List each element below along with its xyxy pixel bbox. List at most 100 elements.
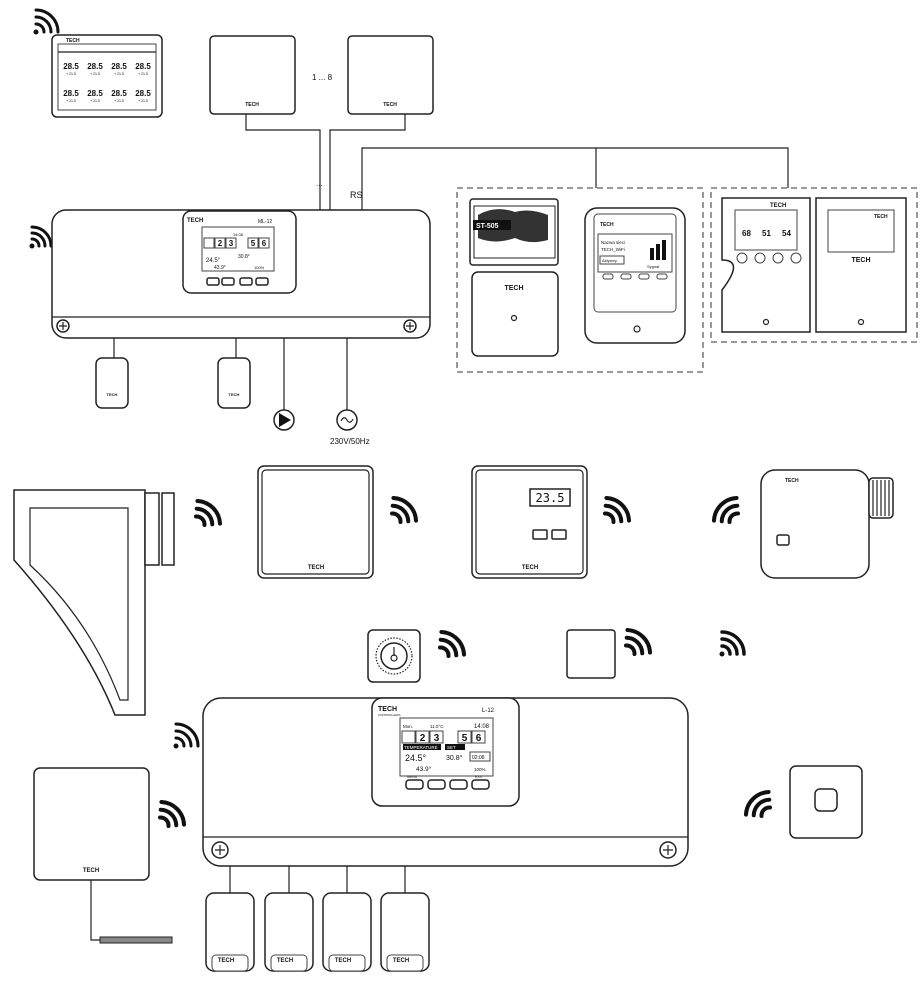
wireless-signal-icon (603, 495, 632, 524)
exit-button-label: EXIT (475, 775, 484, 779)
controller-temp: 24.5° (405, 753, 427, 763)
brand-logo: TECH (383, 102, 397, 108)
panel-cell-set: + 21.5 (66, 72, 76, 76)
brand-logo: TECH (83, 868, 99, 874)
valve-value: 68 (742, 229, 751, 238)
brand-logo: TECH (851, 257, 870, 264)
brand-logo: TECH (393, 958, 409, 964)
panel-cell-set: + 21.5 (90, 72, 100, 76)
zone-box (258, 237, 270, 249)
brand-logo: TECH (874, 214, 888, 220)
controller-temp-small: 11.0°C (430, 724, 444, 729)
brand-logo: TECH (335, 958, 351, 964)
panel-cell-temp: 28.5 (135, 62, 151, 71)
wireless-signal-icon (711, 495, 740, 524)
temp-label: TEMPERATURE (404, 745, 438, 750)
zone-label: 5 (462, 733, 468, 744)
actuator: TECH (205, 866, 255, 972)
zone-box (214, 237, 226, 249)
room-sensor: TECH (257, 465, 374, 579)
panel-cell-temp: 28.5 (111, 62, 127, 71)
controller-model: ML-12 (258, 219, 272, 225)
controller-set: 30.8° (238, 254, 250, 260)
wireless-signal-icon (158, 799, 187, 828)
controller-l12: TECH CONTROLLERS L-12 Mon. 11.0°C 14:08 … (202, 697, 689, 867)
brand-logo: TECH (600, 222, 614, 228)
wired-room-sensor: TECH (33, 767, 173, 944)
small-sensor (566, 629, 616, 679)
wifi-icon (173, 722, 200, 749)
actuator: TECH (322, 866, 372, 972)
actuator: TECH (95, 338, 129, 409)
room-sensor-8: TECH (347, 35, 434, 115)
module-signal-label: Sygnał (647, 264, 659, 269)
sensors-range-label: 1 ... 8 (312, 73, 333, 82)
internet-module: TECH Nazwa sieci TECH_WiFi Aktywny Sygna… (584, 207, 686, 344)
actuator: TECH (264, 866, 314, 972)
room-sensor-1: TECH (209, 35, 296, 115)
panel-cell-temp: 28.5 (87, 89, 103, 98)
wireless-signal-icon (743, 789, 772, 818)
brand-logo: TECH (229, 392, 240, 397)
zone-box (203, 237, 215, 249)
brand-logo: TECH (107, 392, 118, 397)
menu-button-label: MENU (407, 775, 418, 779)
zone-label: 1 (207, 239, 212, 248)
valve-value: 51 (762, 229, 771, 238)
panel-cell-temp: 28.5 (111, 89, 127, 98)
wifi-module: TECH (471, 271, 559, 357)
wireless-signal-icon (438, 629, 467, 658)
actuator: TECH (380, 866, 430, 972)
panel-cell-set: + 21.5 (114, 99, 124, 103)
set-label: SET (447, 745, 456, 750)
zone-box (415, 730, 430, 744)
brand-logo: TECH (277, 958, 293, 964)
panel-cell-set: + 21.5 (66, 99, 76, 103)
actuator: TECH (217, 338, 251, 409)
panel-cell-temp: 28.5 (135, 89, 151, 98)
zone-label: 5 (251, 239, 256, 248)
controller-temp: 24.5° (206, 258, 221, 264)
zone-label: 6 (262, 239, 267, 248)
gsm-module: ST-505 (469, 198, 559, 266)
wireless-push-sensor (789, 765, 863, 839)
zone-label: 3 (434, 733, 440, 744)
wireless-signal-icon (194, 498, 223, 527)
controller-floor: 43.9° (214, 265, 226, 271)
brand-subtitle: CONTROLLERS (378, 713, 401, 717)
brand-logo: TECH (378, 706, 397, 713)
window-sensor (13, 489, 175, 716)
controller-signal: 100% (474, 767, 486, 772)
zone-label: 1 (406, 733, 412, 744)
wifi-icon (33, 8, 60, 35)
wifi-icon (29, 225, 53, 249)
brand-logo: TECH (218, 958, 234, 964)
internet-modules-group (456, 187, 704, 373)
zone-label: 2 (218, 239, 223, 248)
power-label: 230V/50Hz (330, 437, 370, 446)
zone-box (247, 237, 259, 249)
controller-clock: 02:08 (472, 755, 485, 761)
valve-value: 54 (782, 229, 791, 238)
zone-box (401, 730, 416, 744)
panel-cell-temp: 28.5 (87, 62, 103, 71)
panel-cell-set: + 21.5 (138, 72, 148, 76)
svg-text:Mon.: Mon. (403, 724, 413, 729)
zone-label: 2 (420, 733, 426, 744)
power-supply-icon (336, 338, 358, 431)
wireless-signal-icon (390, 495, 419, 524)
module-button: Aktywny (602, 258, 617, 263)
zone-box (471, 730, 486, 744)
brand-logo: TECH (245, 102, 259, 108)
panel-cell-temp: 28.5 (63, 89, 79, 98)
zone-label: 3 (229, 239, 234, 248)
dial-thermostat (367, 629, 421, 683)
wifi-icon (719, 630, 746, 657)
module-line1: Nazwa sieci (601, 240, 625, 245)
panel-cell-set: + 21.5 (114, 72, 124, 76)
room-thermostat: 23.5 TECH (471, 465, 588, 579)
thermostat-display: 23.5 (536, 491, 565, 505)
